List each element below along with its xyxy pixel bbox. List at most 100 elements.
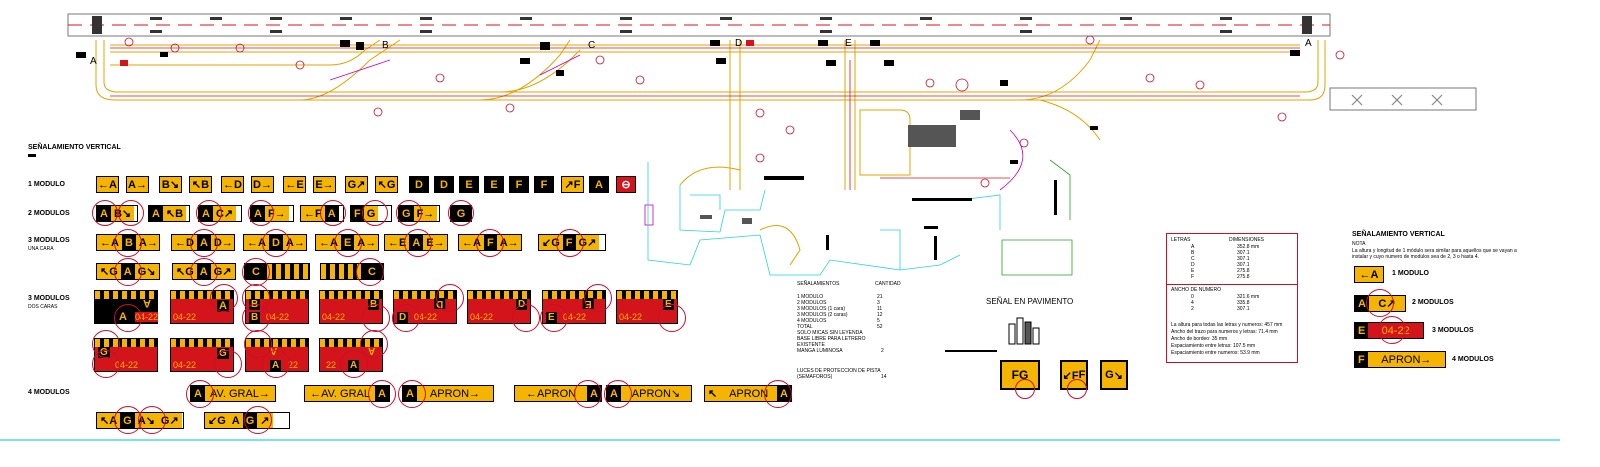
- qty-row-label: BASE LIBRE PARA LETRERO: [797, 336, 866, 342]
- qty-row-value: 52: [877, 324, 883, 330]
- row-label-3-modulos-b: 3 MODULOS: [28, 295, 70, 302]
- dims-letter: D: [1191, 262, 1195, 268]
- sign-1m-g-upright: G↗: [345, 176, 368, 193]
- dims-value: 352.8 mm: [1237, 244, 1260, 250]
- sign-3m-2c-b-0422: B B 04-22: [245, 290, 309, 324]
- legend-note-line-2: instalar y cuyo numero de modulos sea de…: [1352, 254, 1480, 260]
- taxiway-letter-e: E: [845, 38, 852, 49]
- runway-marks: [92, 16, 1312, 34]
- section-title: SEÑALAMIENTO VERTICAL: [28, 144, 121, 151]
- row-label-3-modulos-a: 3 MODULOS: [28, 237, 70, 244]
- sign-1m-d-right: D→: [251, 176, 274, 193]
- taxiway-letter-b: B: [382, 40, 389, 51]
- taxiway-letter-d: D: [735, 38, 743, 49]
- dims-header-letras: LETRAS: [1171, 237, 1191, 243]
- sign-3m-2c-0422-b: 04-22 B: [319, 290, 383, 324]
- dims-value: 307.1: [1237, 250, 1250, 256]
- sign-3m-2c-22-a: 22 A A: [319, 338, 383, 372]
- gray-blocks: [700, 110, 980, 224]
- sign-3m-2c-a-a: A A 04-22: [94, 290, 159, 324]
- pavement-title: SEÑAL EN PAVIMENTO: [986, 297, 1074, 306]
- taxiway-letter-a-west: A: [90, 56, 97, 67]
- sign-1m-b-upleft: ↖B: [189, 176, 212, 193]
- qty-header-right: CANTIDAD: [875, 281, 901, 287]
- runway-extension: [1329, 87, 1477, 111]
- pavement-sign-g: G↘: [1100, 360, 1128, 390]
- legend-label-4-modulos: 4 MODULOS: [1452, 356, 1494, 363]
- row-label-2-modulos: 2 MODULOS: [28, 210, 70, 217]
- sign-1m-e-left: ←E: [283, 176, 306, 193]
- dims-note: Ancho de bordeo: 35 mm: [1171, 336, 1228, 342]
- dims-number: 2: [1191, 306, 1194, 312]
- dimensions-table: LETRAS DIMENSIONES A 352.8 mm B 307.1 C …: [1166, 233, 1298, 363]
- qty-row-value: 11: [877, 306, 883, 312]
- sign-2m-g-loc: G: [450, 205, 472, 222]
- qty-row-value: 14: [881, 374, 887, 380]
- dims-header-ancho: ANCHO DE NUMERO: [1171, 287, 1222, 293]
- dims-number: 0: [1191, 294, 1194, 300]
- airfield-sign-markers: [76, 40, 1300, 164]
- magenta-lines: [329, 54, 1024, 226]
- sign-3m-2c-g-0422: G 04-22: [94, 338, 158, 372]
- dims-note: Espaciamiento entre numeros: 53.9 mm: [1171, 350, 1260, 356]
- row-sublabel-una-cara: UNA CARA: [28, 246, 54, 252]
- sign-1m-d-loc-1: D: [409, 176, 429, 193]
- sign-1m-a-loc: A: [589, 176, 609, 193]
- qty-row-value: 21: [877, 294, 883, 300]
- dims-value: 307.1: [1237, 262, 1250, 268]
- dims-note: Espaciamiento entre letras: 107.5 mm: [1171, 343, 1256, 349]
- qty-row-value: 3: [877, 300, 880, 306]
- sign-1m-f-loc-2: F: [534, 176, 554, 193]
- dims-value: 275.8: [1237, 268, 1250, 274]
- dims-value: 321.6 mm: [1237, 294, 1260, 300]
- legend-label-2-modulos: 2 MODULOS: [1412, 299, 1454, 306]
- qty-row-label: LUCES DE PROTECCION DE PISTA: [797, 368, 881, 374]
- sign-3m-c-lights-right: C: [320, 263, 384, 280]
- qty-row-value: 2: [881, 348, 884, 354]
- qty-row-value: 5: [877, 318, 880, 324]
- dims-value: 335.8: [1237, 300, 1250, 306]
- legend-note-line-1: La altura y longitud de 1 módulo sera si…: [1352, 248, 1517, 254]
- qty-row-label: 2 MODULOS: [797, 300, 827, 306]
- sign-1m-g-upleft: ↖G: [375, 176, 398, 193]
- sign-1m-b-downright: B↘: [159, 176, 182, 193]
- qty-header-left: SEÑALAMIENTOS: [797, 281, 840, 287]
- sign-3m-2c-0422-d: 04-22 D: [467, 290, 531, 324]
- sign-3m-2c-a-22: A A 22: [245, 338, 309, 372]
- sign-1m-e-loc-1: E: [459, 176, 479, 193]
- dims-letter: C: [1191, 256, 1195, 262]
- qty-row-label: EXISTENTE: [797, 342, 825, 348]
- qty-row-label: 3 MODULOS (1 cara): [797, 306, 846, 312]
- sign-3m-2c-d-0422: D D 04-22: [393, 290, 457, 324]
- sign-1m-e-loc-2: E: [484, 176, 504, 193]
- pavement-divider: [945, 350, 997, 352]
- dims-letter: A: [1191, 244, 1195, 250]
- dims-value: 307.1: [1237, 256, 1250, 262]
- legend-label-3-modulos: 3 MODULOS: [1432, 327, 1474, 334]
- edge-lines: [110, 47, 1300, 190]
- sign-3m-c-lights-left: C: [244, 263, 310, 280]
- dims-letter: B: [1191, 250, 1195, 256]
